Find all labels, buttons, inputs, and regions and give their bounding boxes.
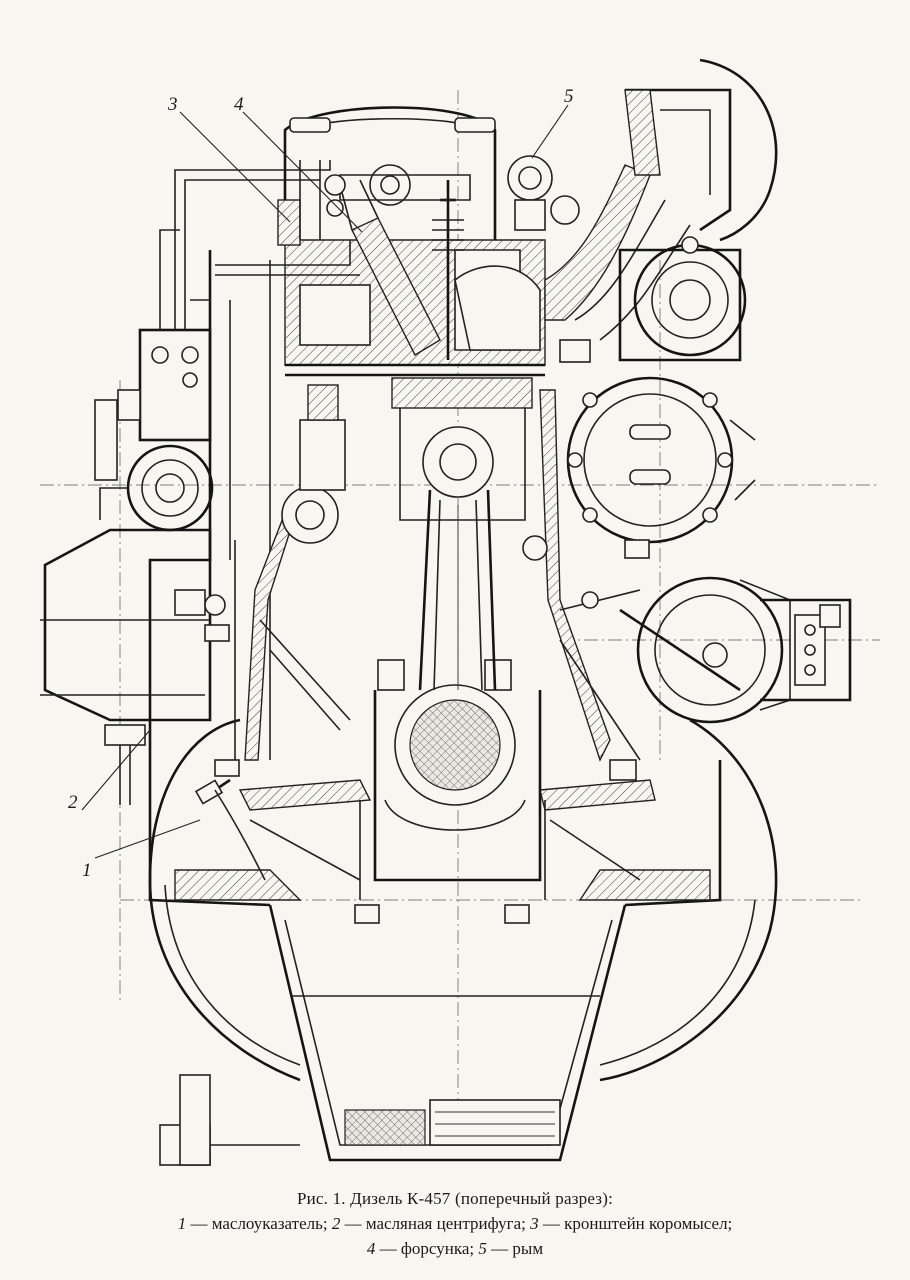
engine-cross-section-drawing: 3 4 5 2 1 — [40, 58, 880, 1166]
rocker-bracket — [277, 160, 321, 246]
bolts — [204, 339, 650, 781]
lifting-eye — [507, 155, 580, 231]
governor-housing — [559, 576, 852, 724]
exhaust-manifold — [544, 58, 778, 341]
legend-item-2: 2 — масляная центрифуга; — [331, 1214, 526, 1233]
oil-centrifuge — [40, 528, 226, 805]
oil-dipstick — [194, 778, 266, 881]
callout-2: 2 — [68, 792, 78, 813]
callout-leaders — [81, 104, 569, 859]
flywheel-housing — [148, 718, 778, 1082]
legend-item-5: 5 — рым — [478, 1239, 544, 1258]
caption-legend: 1 — маслоуказатель; 2 — масляная центриф… — [0, 1211, 910, 1261]
legend-item-1: 1 — маслоуказатель; — [177, 1214, 328, 1233]
callout-3: 3 — [167, 94, 178, 115]
callout-1: 1 — [82, 860, 92, 881]
left-fuel-pump — [94, 328, 214, 532]
right-pump — [566, 376, 756, 544]
callout-5: 5 — [564, 86, 574, 107]
caption-title: Рис. 1. Дизель К-457 (поперечный разрез)… — [296, 1189, 614, 1208]
legend-item-4: 4 — форсунка; — [366, 1239, 475, 1258]
valve-cover — [283, 106, 497, 240]
piston-and-connecting-rod — [391, 377, 533, 691]
injector — [324, 174, 441, 356]
cylinder-block — [148, 250, 722, 907]
figure-caption: Рис. 1. Дизель К-457 (поперечный разрез)… — [0, 1186, 910, 1261]
right-housing — [618, 236, 747, 362]
legend-item-3: 3 — кронштейн коромысел; — [530, 1214, 733, 1233]
callout-4: 4 — [234, 94, 244, 115]
fuel-lines — [159, 160, 360, 330]
crankshaft-bearing — [354, 659, 542, 924]
oil-pan — [159, 904, 627, 1166]
